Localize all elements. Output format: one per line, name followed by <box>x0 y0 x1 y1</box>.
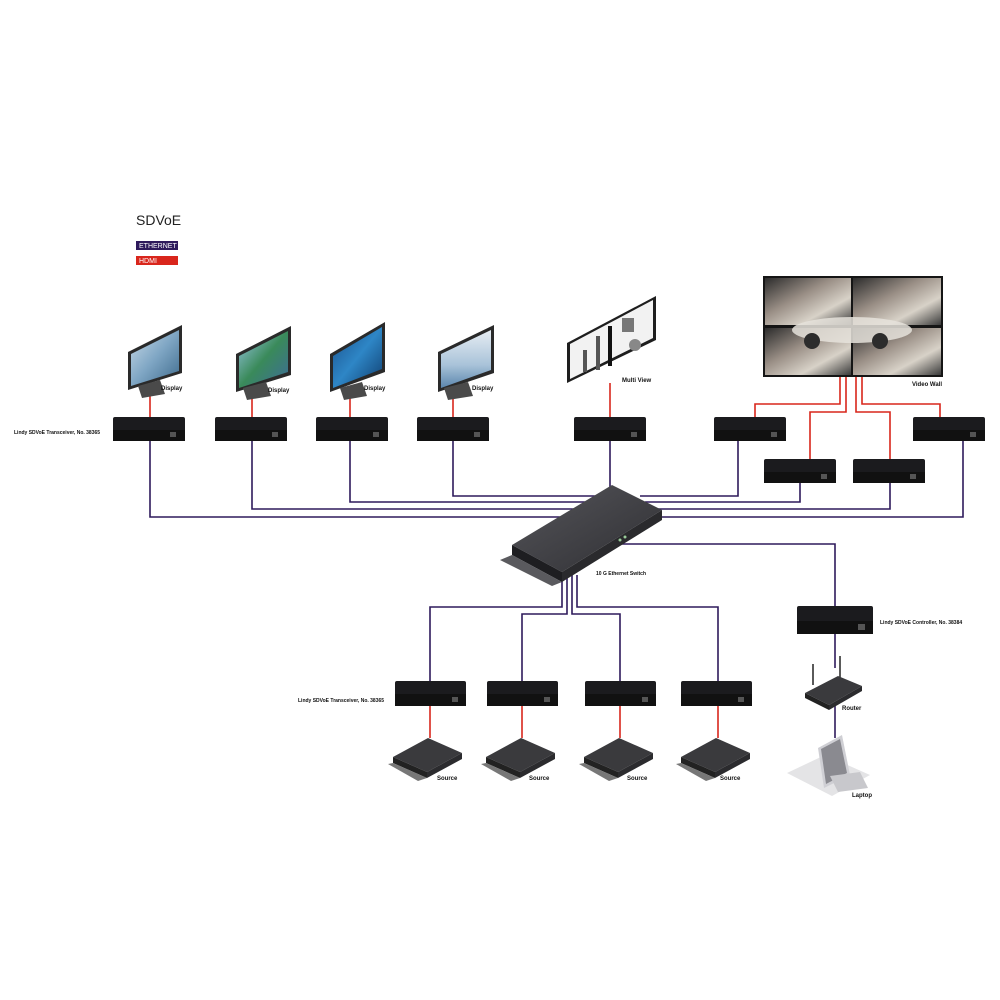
ethernet-line-tx8 <box>650 483 891 510</box>
ethernet-switch: 10 G Ethernet Switch <box>500 485 662 586</box>
display-3: Display <box>330 322 386 400</box>
ethernet-line-tx9 <box>655 441 964 518</box>
router-label: Router <box>842 706 862 712</box>
source-4-label: Source <box>720 776 741 782</box>
transceiver-wall-1 <box>764 459 836 483</box>
ethernet-line-rx2 <box>521 575 568 681</box>
source-1: Source <box>388 738 462 782</box>
legend-ethernet-label: ETHERNET <box>139 243 177 250</box>
video-wall: Video Wall <box>763 276 943 388</box>
ethernet-line-tx3 <box>349 441 610 503</box>
transceiver-bottom-1 <box>395 681 466 706</box>
switch-label: 10 G Ethernet Switch <box>596 571 646 577</box>
transceiver-bottom-label: Lindy SDVoE Transceiver, No. 38365 <box>298 698 384 704</box>
transceiver-top-7 <box>913 417 985 441</box>
source-3-label: Source <box>627 776 648 782</box>
source-4: Source <box>676 738 750 782</box>
ethernet-line-tx2 <box>251 441 605 510</box>
laptop-label: Laptop <box>852 793 872 799</box>
legend-hdmi-label: HDMI <box>139 258 157 265</box>
legend-ethernet-swatch <box>136 241 178 250</box>
ethernet-line-tx1 <box>149 441 600 518</box>
display-1-label: Display <box>161 386 183 392</box>
legend-hdmi-swatch <box>136 256 178 265</box>
display-2: Display <box>236 326 291 400</box>
ethernet-line-tx7 <box>645 483 801 503</box>
transceiver-top-2 <box>215 417 287 441</box>
transceiver-bottom-3 <box>585 681 656 706</box>
source-3: Source <box>579 738 653 782</box>
diagram-title: SDVoE <box>136 212 181 228</box>
ethernet-line-rx4 <box>576 575 719 681</box>
transceiver-top-6 <box>714 417 786 441</box>
ethernet-line-tx6 <box>640 441 739 497</box>
display-2-label: Display <box>268 388 290 394</box>
transceiver-bottom-2 <box>487 681 558 706</box>
source-2: Source <box>481 738 555 782</box>
hdmi-lines <box>149 376 941 738</box>
ethernet-line-tx4 <box>452 441 612 497</box>
transceiver-top-1 <box>113 417 185 441</box>
source-2-label: Source <box>529 776 550 782</box>
ethernet-line-controller <box>620 543 836 606</box>
transceiver-top-5 <box>574 417 646 441</box>
multi-view-label: Multi View <box>622 378 652 384</box>
display-3-label: Display <box>364 386 386 392</box>
ethernet-line-rx1 <box>429 575 563 681</box>
multi-view-display: Multi View <box>567 296 656 384</box>
controller-label: Lindy SDVoE Controller, No. 38384 <box>880 620 962 626</box>
transceiver-top-4 <box>417 417 489 441</box>
display-4-label: Display <box>472 386 494 392</box>
source-1-label: Source <box>437 776 458 782</box>
display-4: Display <box>438 325 494 400</box>
transceiver-top-label: Lindy SDVoE Transceiver, No. 38365 <box>14 430 100 436</box>
ethernet-line-rx3 <box>571 575 621 681</box>
transceiver-wall-2 <box>853 459 925 483</box>
display-1: Display <box>128 325 183 398</box>
sdvoe-controller: Lindy SDVoE Controller, No. 38384 <box>797 606 962 634</box>
router: Router <box>805 656 862 712</box>
transceiver-top-3 <box>316 417 388 441</box>
video-wall-label: Video Wall <box>912 382 942 388</box>
ethernet-lines <box>149 441 964 738</box>
transceiver-bottom-4 <box>681 681 752 706</box>
laptop: Laptop <box>787 735 872 799</box>
